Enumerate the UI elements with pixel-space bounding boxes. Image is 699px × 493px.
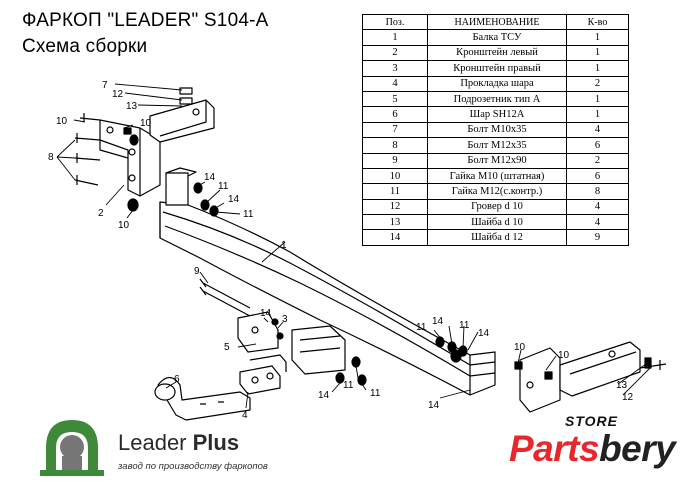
header-pos: Поз.: [362, 13, 428, 31]
partsbery-wordmark: Partsbery: [509, 428, 676, 469]
store-label: STORE: [565, 413, 618, 429]
right-bracket: [514, 341, 667, 413]
callout-12: 12: [622, 392, 634, 403]
cell-qty: 1: [566, 106, 629, 123]
leader-plus-tagline: завод по производству фаркопов: [118, 461, 268, 472]
callout-12: 12: [112, 89, 124, 100]
diagram-title: ФАРКОП "LEADER" S104-A: [22, 10, 269, 31]
callout-11: 11: [370, 388, 381, 399]
callout-10: 10: [56, 116, 68, 127]
cell-qty: 1: [566, 60, 629, 77]
callout-11: 11: [243, 209, 254, 220]
left-bracket: [99, 99, 215, 197]
callout-11: 11: [459, 320, 470, 331]
callout-10: 10: [118, 220, 130, 231]
callout-11: 11: [343, 380, 354, 391]
beam-right-plates: [291, 325, 367, 386]
nut-m10: [127, 198, 139, 212]
callout-9: 9: [194, 266, 200, 277]
cell-qty: 2: [566, 75, 629, 92]
callout-3: 3: [282, 314, 288, 325]
callout-2: 2: [98, 208, 104, 219]
tow-ball: [154, 376, 251, 421]
parts-table-header: Поз. НАИМЕНОВАНИЕ К-во: [362, 13, 629, 31]
bolts-m12-35: [74, 127, 132, 186]
callout-14: 14: [228, 194, 240, 205]
callout-1: 1: [281, 240, 287, 251]
tow-beam: [159, 167, 496, 396]
callout-10: 10: [514, 342, 526, 353]
callout-5: 5: [224, 342, 230, 353]
callout-13: 13: [616, 380, 628, 391]
callout-13: 13: [126, 101, 138, 112]
diagram-subtitle: Схема сборки: [22, 36, 148, 57]
header-qty: К-во: [566, 13, 629, 31]
callout-labels: 7 12 13 10 10 8 2 10 14 11 14 11 1 9 14 …: [48, 80, 634, 421]
callout-14: 14: [204, 172, 216, 183]
callout-14: 14: [432, 316, 444, 327]
bolts-m10: [79, 87, 193, 146]
cell-name: Прокладка шара: [427, 75, 567, 92]
callout-8: 8: [48, 152, 54, 163]
ball-spacers: [239, 354, 287, 395]
cell-qty: 1: [566, 90, 629, 108]
callout-10: 10: [140, 118, 152, 129]
header-name: НАИМЕНОВАНИЕ: [427, 13, 567, 31]
callout-7: 7: [102, 80, 108, 91]
callout-14: 14: [260, 308, 272, 319]
cell-qty: 9: [566, 229, 629, 246]
callout-11: 11: [218, 181, 229, 192]
leader-plus-wordmark: Leader Plus: [118, 430, 240, 455]
bolts-m12-90: [199, 278, 251, 317]
callout-10: 10: [558, 350, 570, 361]
fasteners-top: [193, 182, 219, 217]
leader-plus-logo-icon: [40, 420, 104, 476]
cell-name: Кронштейн правый: [427, 60, 567, 77]
callout-14: 14: [428, 400, 440, 411]
leader-lines: [56, 83, 651, 409]
callout-14: 14: [318, 390, 330, 401]
callout-6: 6: [174, 374, 180, 385]
callout-4: 4: [242, 410, 248, 421]
callout-14: 14: [478, 328, 490, 339]
callout-11: 11: [416, 322, 427, 333]
